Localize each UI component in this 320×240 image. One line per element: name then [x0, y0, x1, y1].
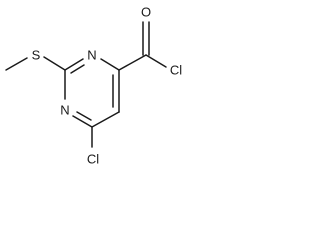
atom-labels: S N N O Cl Cl — [32, 5, 183, 167]
bond-c5-c4 — [91, 111, 120, 128]
atom-oxygen: O — [141, 5, 151, 20]
bond-carbonyl-chlorine — [145, 54, 167, 68]
bond-c2-n1-inner — [70, 64, 85, 74]
atom-nitrogen-lower: N — [60, 103, 69, 118]
chemical-structure: S N N O Cl Cl — [5, 5, 183, 167]
bond-methyl-sulfur — [5, 57, 28, 71]
bond-c6-carbonyl — [118, 54, 147, 71]
bond-n1-c6 — [100, 58, 120, 71]
bond-c4-n3 — [72, 115, 93, 128]
atom-sulfur: S — [32, 48, 41, 63]
atom-nitrogen-upper: N — [87, 48, 96, 63]
atom-chlorine-ring: Cl — [87, 152, 99, 167]
bond-c2-n1 — [64, 58, 84, 71]
atom-chlorine-acyl: Cl — [170, 63, 182, 78]
bond-sulfur-c2 — [43, 56, 66, 71]
bond-c4-n3-inner — [76, 111, 92, 121]
bonds — [5, 21, 167, 148]
